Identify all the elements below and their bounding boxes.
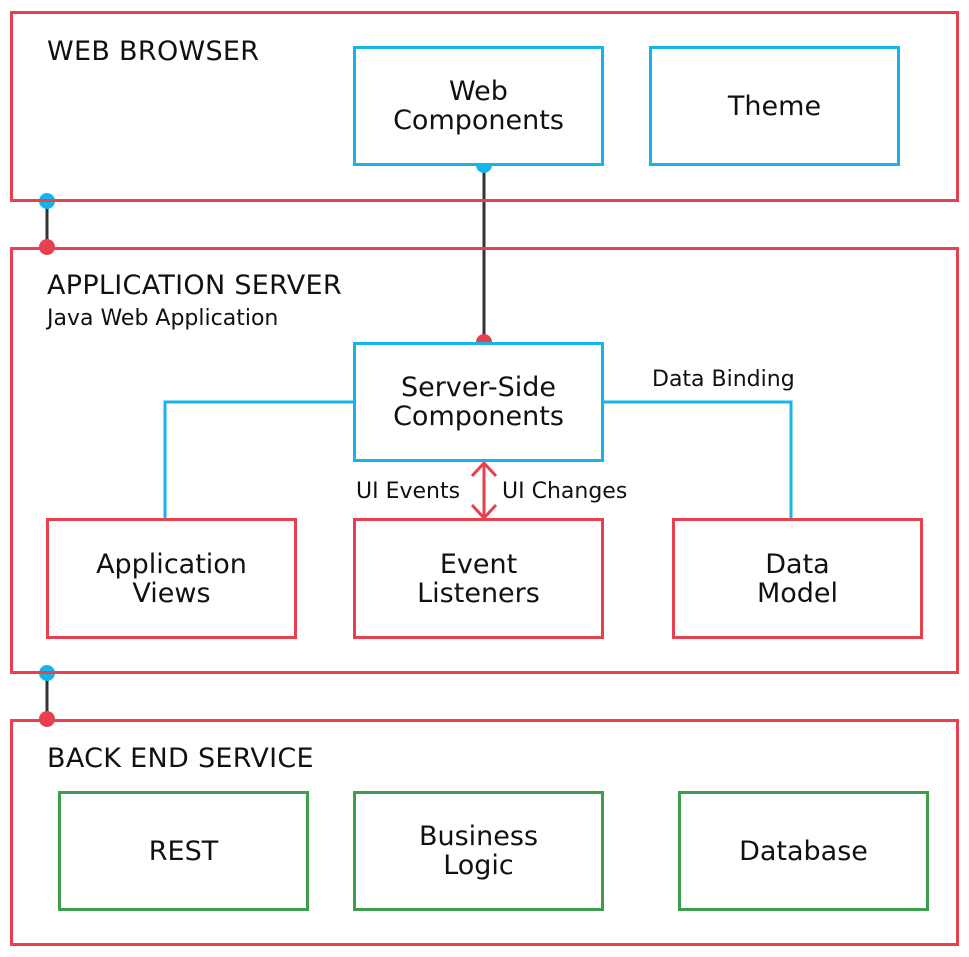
web-browser-panel — [10, 11, 959, 202]
rest-box[interactable]: REST — [58, 791, 309, 911]
back-end-service-panel — [10, 719, 959, 946]
web-components-box[interactable]: Web Components — [353, 46, 604, 166]
views-link — [163, 400, 354, 520]
business-logic-label: Business Logic — [418, 821, 539, 881]
database-label: Database — [739, 835, 868, 867]
back-end-service-title: BACK END SERVICE — [47, 743, 314, 774]
application-server-panel — [10, 247, 959, 674]
web-components-label: Web Components — [393, 76, 564, 136]
theme-box[interactable]: Theme — [649, 46, 900, 166]
application-server-title: APPLICATION SERVER — [47, 270, 342, 301]
ui-events-label: UI Events — [356, 479, 461, 504]
theme-label: Theme — [727, 90, 822, 122]
event-listeners-label: Event Listeners — [417, 548, 540, 609]
business-logic-box[interactable]: Business Logic — [353, 791, 604, 911]
ui-events-arrowhead-up — [470, 460, 498, 478]
web-browser-title: WEB BROWSER — [47, 36, 260, 67]
application-server-subtitle: Java Web Application — [47, 306, 279, 331]
event-listeners-box[interactable]: Event Listeners — [353, 518, 604, 639]
data-binding-label: Data Binding — [652, 367, 795, 392]
application-views-box[interactable]: Application Views — [46, 518, 297, 639]
server-side-components-label: Server-Side Components — [393, 372, 564, 432]
rest-label: REST — [148, 835, 219, 867]
server-side-components-box[interactable]: Server-Side Components — [353, 342, 604, 462]
data-model-label: Data Model — [756, 548, 839, 609]
data-model-box[interactable]: Data Model — [672, 518, 923, 639]
ui-changes-label: UI Changes — [502, 479, 628, 504]
application-views-label: Application Views — [96, 548, 247, 609]
data-binding-link — [603, 400, 793, 520]
database-box[interactable]: Database — [678, 791, 929, 911]
